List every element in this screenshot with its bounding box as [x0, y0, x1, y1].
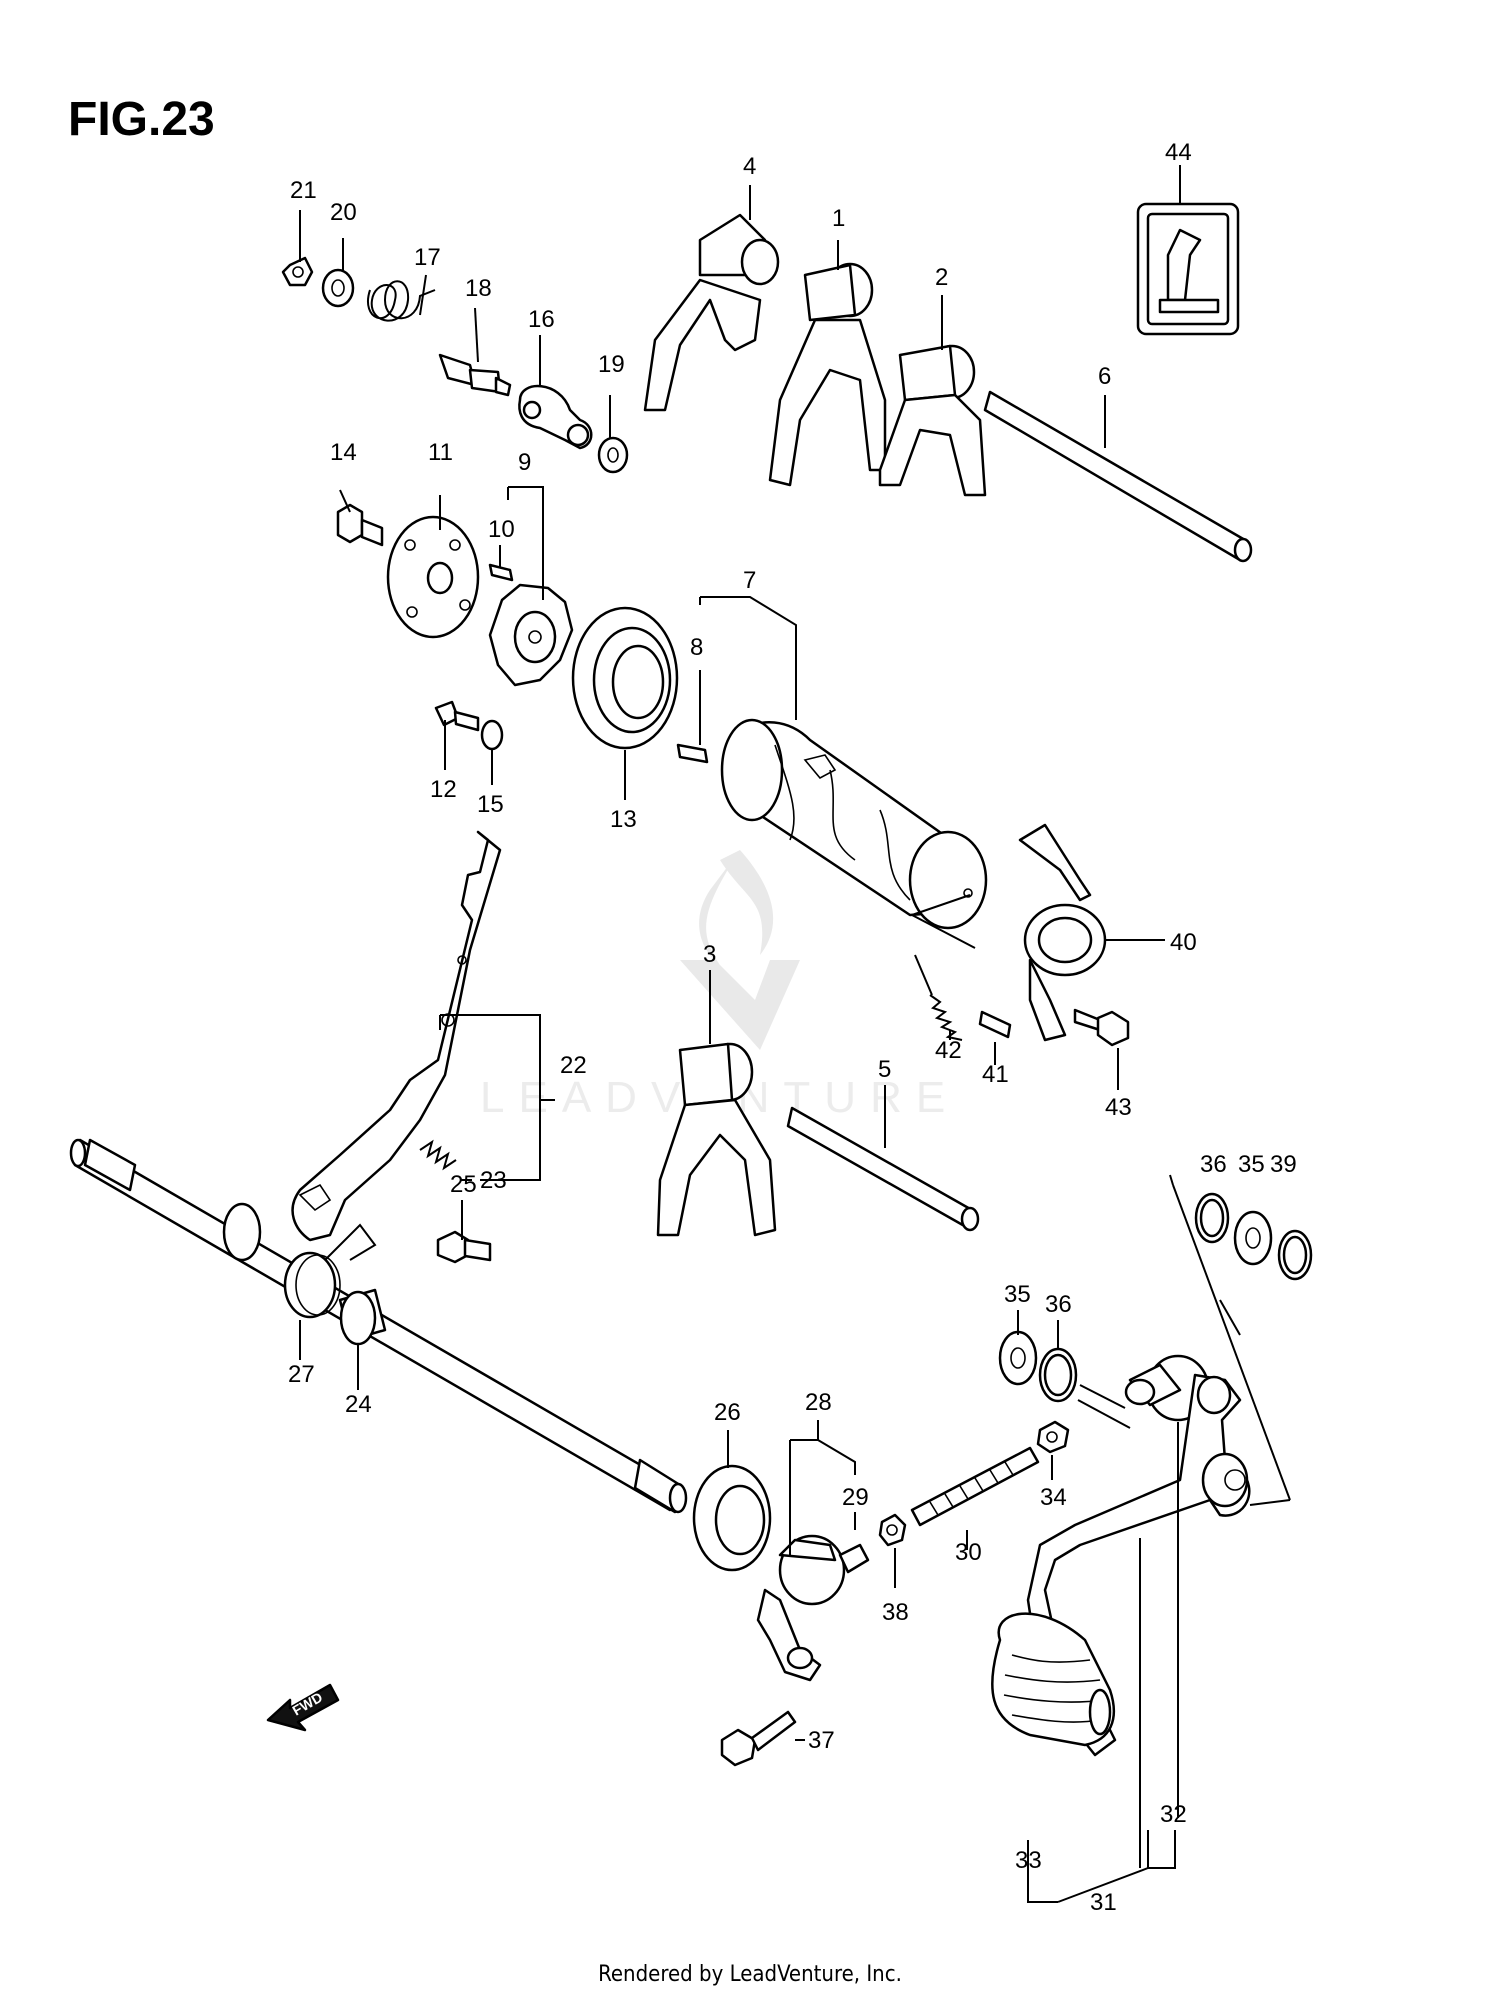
- callout-28: 28: [805, 1389, 832, 1416]
- callout-34: 34: [1040, 1484, 1067, 1511]
- nut-38: [878, 1513, 907, 1547]
- callout-43: 43: [1105, 1094, 1132, 1121]
- bolt-14: [336, 503, 384, 547]
- callout-17: 17: [414, 244, 441, 271]
- shift-fork-3: [656, 1042, 777, 1237]
- callout-37: 37: [808, 1727, 835, 1754]
- tie-rod-30: [910, 1446, 1040, 1527]
- gear-shift-label-44: [1136, 202, 1240, 336]
- fork-shaft-6: [983, 390, 1253, 563]
- spring-23: [419, 1139, 457, 1171]
- callout-18: 18: [465, 275, 492, 302]
- bearing-13: [571, 606, 679, 750]
- washer-20: [321, 268, 355, 308]
- callout-1: 1: [832, 205, 845, 232]
- fwd-arrow-icon: FWD: [266, 1683, 340, 1732]
- figure-title: FIG.23: [68, 93, 215, 146]
- callout-13: 13: [610, 806, 637, 833]
- spring-42: [929, 994, 963, 1041]
- callout-12: 12: [430, 776, 457, 803]
- callout-25: 25: [450, 1171, 477, 1198]
- shift-fork-2: [878, 344, 987, 497]
- callout-41: 41: [982, 1061, 1009, 1088]
- screw-12: [434, 700, 480, 732]
- callout-19: 19: [598, 351, 625, 378]
- callout-32: 32: [1160, 1801, 1187, 1828]
- callout-24: 24: [345, 1391, 372, 1418]
- callout-29: 29: [842, 1484, 869, 1511]
- washer-35-b: [1233, 1210, 1273, 1266]
- gearshift-link-arm-28: [756, 1534, 870, 1682]
- leader-lines: [299, 165, 1291, 1903]
- bolt-37: [720, 1710, 797, 1767]
- nut-21: [281, 256, 314, 287]
- callout-labels: 21 20 17 18 16 19 4 1 2 6 44 14 11 9 10 …: [288, 139, 1297, 1916]
- shift-fork-4: [643, 213, 780, 412]
- cam-stopper-plate-9: [488, 583, 574, 687]
- stopper-arm-16: [518, 384, 593, 450]
- fork-shaft-5: [786, 1106, 980, 1232]
- stopper-bolt-18: [438, 353, 512, 397]
- callout-6: 6: [1098, 363, 1111, 390]
- callout-30: 30: [955, 1539, 982, 1566]
- callout-39: 39: [1270, 1151, 1297, 1178]
- spring-27: [283, 1223, 377, 1319]
- gearshift-cam-7: [720, 718, 988, 930]
- callout-33: 33: [1015, 1847, 1042, 1874]
- callout-7: 7: [743, 567, 756, 594]
- circlip-39: [1277, 1229, 1313, 1281]
- callout-20: 20: [330, 199, 357, 226]
- washer-15: [480, 719, 504, 751]
- callout-31: 31: [1090, 1889, 1117, 1916]
- callout-36-b: 36: [1200, 1151, 1227, 1178]
- callout-10: 10: [488, 516, 515, 543]
- footer-credit: Rendered by LeadVenture, Inc.: [598, 1962, 902, 1987]
- callout-14: 14: [330, 439, 357, 466]
- callout-35: 35: [1004, 1281, 1031, 1308]
- callout-36: 36: [1045, 1291, 1072, 1318]
- washer-35: [998, 1330, 1038, 1386]
- callout-21: 21: [290, 177, 317, 204]
- circlip-36: [1038, 1347, 1078, 1403]
- callout-38: 38: [882, 1599, 909, 1626]
- callout-16: 16: [528, 306, 555, 333]
- shift-fork-1: [768, 262, 887, 487]
- callout-44: 44: [1165, 139, 1192, 166]
- cam-plate-11: [386, 515, 480, 639]
- callout-26: 26: [714, 1399, 741, 1426]
- washer-19: [597, 436, 629, 474]
- callout-5: 5: [878, 1056, 891, 1083]
- gearshift-arm-22: [291, 830, 502, 1242]
- callout-23: 23: [480, 1167, 507, 1194]
- callout-8: 8: [690, 634, 703, 661]
- oil-seal-26: [692, 1464, 772, 1572]
- callout-27: 27: [288, 1361, 315, 1388]
- callout-3: 3: [703, 941, 716, 968]
- callout-9: 9: [518, 449, 531, 476]
- callout-4: 4: [743, 153, 756, 180]
- circlip-36-b: [1194, 1192, 1230, 1244]
- callout-15: 15: [477, 791, 504, 818]
- pin-10: [488, 563, 514, 582]
- callout-35-b: 35: [1238, 1151, 1265, 1178]
- collar-24: [338, 1288, 387, 1346]
- nut-34: [1036, 1420, 1070, 1454]
- gearshift-lever-31: [1026, 1354, 1251, 1757]
- callout-2: 2: [935, 264, 948, 291]
- bolt-43: [1073, 1008, 1130, 1047]
- callout-40: 40: [1170, 929, 1197, 956]
- callout-22: 22: [560, 1052, 587, 1079]
- callout-42: 42: [935, 1037, 962, 1064]
- bolt-25: [436, 1230, 492, 1264]
- spring-17: [367, 280, 436, 322]
- pin-41: [978, 1010, 1012, 1039]
- callout-11: 11: [428, 439, 453, 466]
- footrest-rubber-33: [990, 1612, 1116, 1747]
- pin-8: [676, 743, 709, 764]
- neutral-switch-40: [1018, 823, 1107, 1042]
